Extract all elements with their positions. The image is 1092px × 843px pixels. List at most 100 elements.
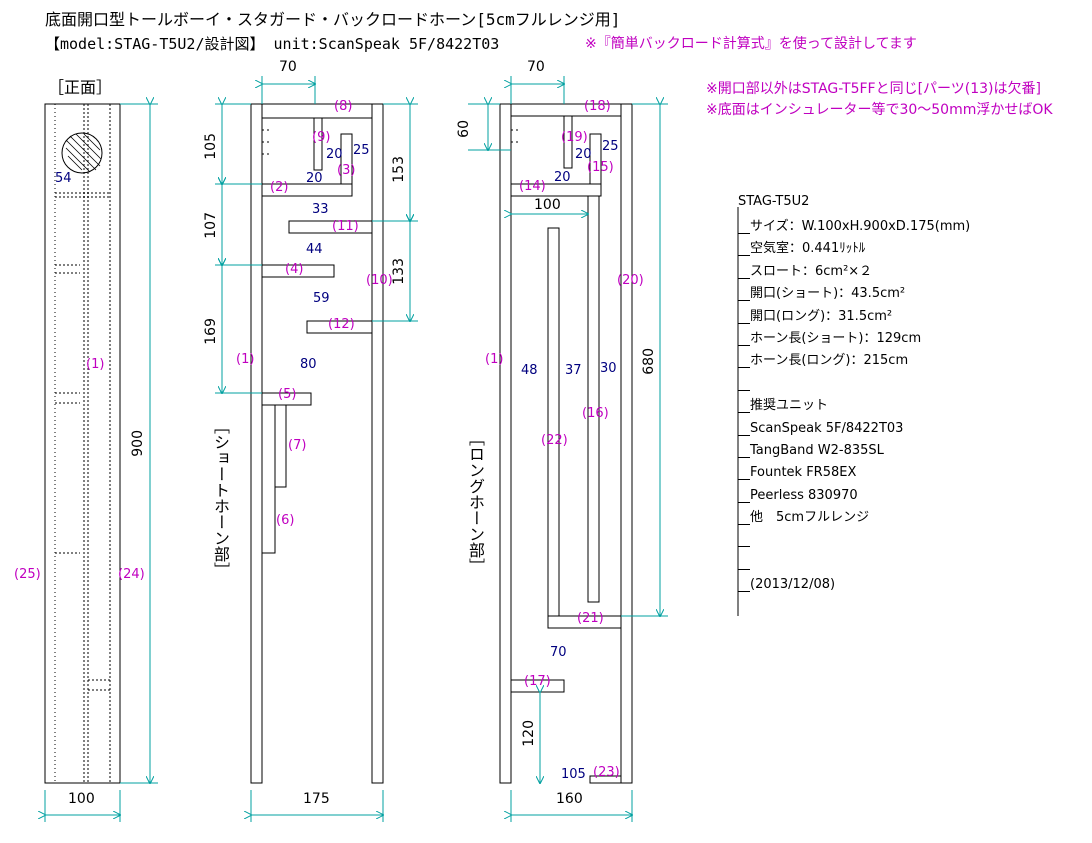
short-part-7: (7)	[288, 438, 307, 453]
short-part-8: (8)	[334, 99, 353, 114]
spec-line: 他 5cmフルレンジ	[738, 506, 1038, 528]
short-inner-20b: 20	[306, 171, 323, 186]
long-part-21: (21)	[577, 611, 604, 626]
long-part-1: (1)	[485, 352, 504, 367]
long-inner-20b: 20	[554, 170, 571, 185]
long-part-16: (16)	[582, 406, 609, 421]
spec-list: サイズ：W.100xH.900xD.175(mm) 空気室：0.441ﾘｯﾄﾙ …	[738, 215, 1038, 596]
short-inner-44: 44	[306, 242, 323, 257]
front-part-1: (1)	[86, 357, 105, 372]
short-dim-105: 105	[203, 133, 219, 160]
short-part-3: (3)	[337, 163, 356, 178]
short-dim-133: 133	[391, 258, 407, 285]
spec-line: ScanSpeak 5F/8422T03	[738, 417, 1038, 439]
short-part-10: (10)	[366, 273, 393, 288]
spec-line: Peerless 830970	[738, 484, 1038, 506]
spec-line	[738, 551, 1038, 573]
short-inner-25: 25	[353, 143, 370, 158]
long-outer-left	[499, 103, 512, 784]
long-part14	[510, 183, 602, 197]
long-inner-30: 30	[600, 361, 617, 376]
long-part23	[589, 775, 622, 784]
spec-line: 開口(ショート)：43.5cm²	[738, 282, 1038, 304]
long-top-dim: 70	[527, 59, 545, 75]
spec-line: TangBand W2-835SL	[738, 439, 1038, 461]
spec-line: Fountek FR58EX	[738, 461, 1038, 483]
short-part-9: (9)	[312, 130, 331, 145]
short-part-11: (11)	[332, 219, 359, 234]
spec-line: 空気室：0.441ﾘｯﾄﾙ	[738, 237, 1038, 259]
long-part15	[589, 133, 602, 185]
spec-line: ホーン長(ロング)：215cm	[738, 349, 1038, 371]
front-height-dim: 900	[130, 430, 146, 457]
short-part4	[261, 264, 335, 278]
long-inner-70: 70	[550, 645, 567, 660]
long-part-14: (14)	[519, 179, 546, 194]
long-dim-60: 60	[456, 120, 472, 138]
spec-line: サイズ：W.100xH.900xD.175(mm)	[738, 215, 1038, 237]
long-inner-100: 100	[534, 197, 561, 213]
front-part-25: (25)	[14, 567, 41, 582]
spec-name: STAG-T5U2	[738, 194, 810, 209]
spec-line: 開口(ロング)：31.5cm²	[738, 305, 1038, 327]
long-inner-120: 120	[521, 720, 537, 747]
short-dim-153: 153	[391, 156, 407, 183]
spec-line: ホーン長(ショート)：129cm	[738, 327, 1038, 349]
long-inner-105: 105	[561, 767, 586, 782]
long-width-dim: 160	[556, 791, 583, 807]
long-inner-20a: 20	[575, 147, 592, 162]
spec-line	[738, 372, 1038, 394]
note-2: ※底面はインシュレーター等で30〜50mm浮かせばOK	[706, 102, 1053, 118]
spec-line: スロート：6cm²×２	[738, 260, 1038, 282]
short-part-1: (1)	[236, 352, 255, 367]
long-inner-37: 37	[565, 363, 582, 378]
short-outer-left	[250, 103, 263, 784]
spec-line: 推奨ユニット	[738, 394, 1038, 416]
tool-note: ※『簡単バックロード計算式』を使って設計してます	[585, 36, 917, 52]
spec-line: (2013/12/08)	[738, 573, 1038, 595]
long-dim-680: 680	[641, 348, 657, 375]
short-part9	[313, 117, 323, 171]
short-width-dim: 175	[303, 791, 330, 807]
long-inner-48: 48	[521, 363, 538, 378]
short-top-dim: 70	[279, 59, 297, 75]
short-part-6: (6)	[276, 513, 295, 528]
long-part-18: (18)	[584, 99, 611, 114]
long-outer-right	[620, 103, 633, 784]
long-part-23: (23)	[593, 765, 620, 780]
short-part11	[288, 220, 373, 234]
short-part-2: (2)	[270, 180, 289, 195]
long-view-label: ［ロングホーン部］	[466, 430, 485, 574]
short-inner-80: 80	[300, 357, 317, 372]
long-part21	[547, 615, 622, 629]
short-inner-59: 59	[313, 291, 330, 306]
short-inner-20a: 20	[326, 147, 343, 162]
front-width-dim: 100	[68, 791, 95, 807]
front-part-24: (24)	[118, 567, 145, 582]
front-hole-dim: 54	[55, 171, 72, 186]
short-top	[261, 103, 373, 119]
long-part-17: (17)	[524, 674, 551, 689]
short-part6	[261, 404, 276, 554]
short-dim-169: 169	[203, 318, 219, 345]
long-part19	[563, 115, 573, 169]
front-view-label: ［正面］	[48, 78, 113, 97]
short-part12	[306, 320, 373, 334]
front-panel	[44, 103, 121, 784]
long-part16	[587, 195, 600, 603]
short-part2	[261, 183, 353, 197]
short-inner-33: 33	[312, 202, 329, 217]
page-title: 底面開口型トールボーイ・スタガード・バックロードホーン[5cmフルレンジ用]	[45, 10, 621, 29]
long-part-20: (20)	[617, 273, 644, 288]
short-part-4: (4)	[285, 262, 304, 277]
driver-hole	[61, 132, 103, 174]
short-outer-right	[371, 103, 384, 784]
long-inner-25: 25	[602, 139, 619, 154]
model-line: 【model:STAG-T5U2/設計図】 unit:ScanSpeak 5F/…	[45, 35, 500, 53]
spec-line	[738, 528, 1038, 550]
long-part-19: (19)	[561, 130, 588, 145]
short-dim-107: 107	[203, 212, 219, 239]
note-1: ※開口部以外はSTAG-T5FFと同じ[パーツ(13)は欠番]	[706, 81, 1041, 97]
short-part7	[274, 404, 287, 488]
